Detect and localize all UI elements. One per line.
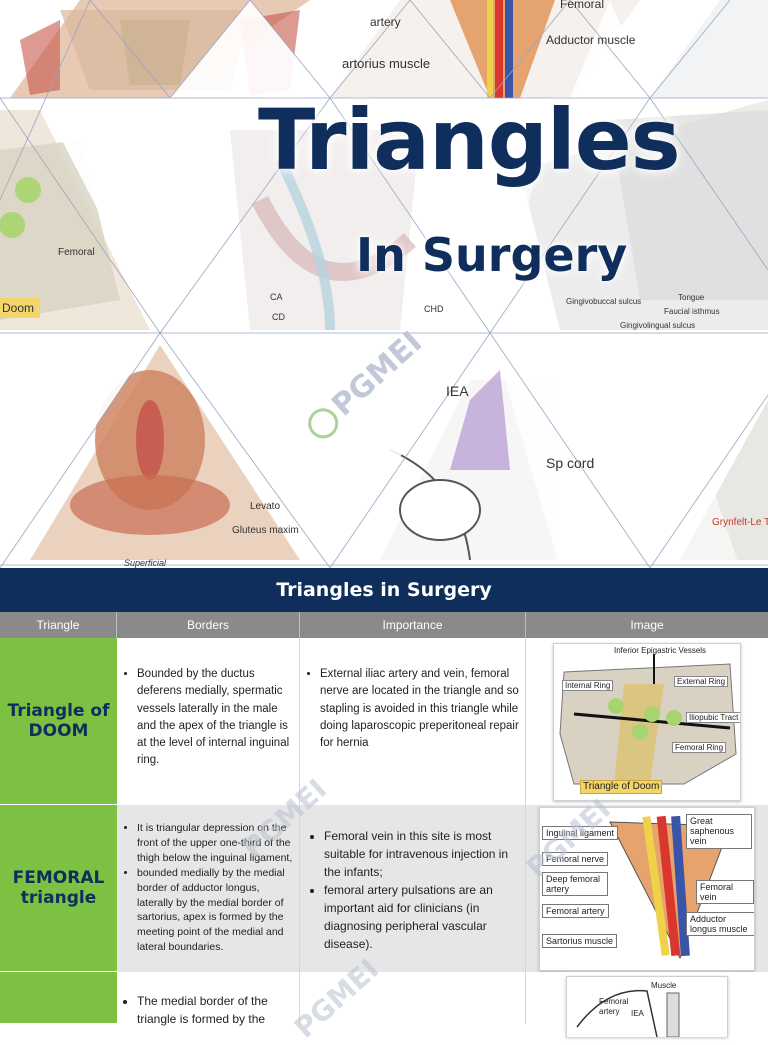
label-chd: CHD xyxy=(424,304,444,314)
anatomy-fragment xyxy=(70,475,230,535)
label-iea: IEA xyxy=(446,383,469,399)
border-item: It is triangular depression on the front… xyxy=(137,821,293,866)
label-gluteus: Gluteus maxim xyxy=(232,525,299,536)
row-borders: The medial border of the triangle is for… xyxy=(117,972,300,1026)
label-deep-femoral-artery: Deep femoral artery xyxy=(542,871,608,897)
importance-item: External iliac artery and vein, femoral … xyxy=(320,666,519,752)
vein-stripe xyxy=(505,0,513,98)
column-header-importance: Importance xyxy=(300,612,526,638)
marker-circle xyxy=(0,212,25,238)
triangle-of-doom-figure: Inferior Epigastric Vessels Internal Rin… xyxy=(553,642,741,801)
label-spermatic: Sp cord xyxy=(546,455,594,471)
table-row: Triangle of DOOM Bounded by the ductus d… xyxy=(0,638,768,805)
table-row: The medial border of the triangle is for… xyxy=(0,972,768,1037)
anatomy-fragment xyxy=(230,130,420,330)
label-iliopubic: Iliopubic Tract xyxy=(686,711,740,724)
label-artery: artery xyxy=(370,15,401,29)
column-header-image: Image xyxy=(630,618,664,632)
artery-stripe xyxy=(495,0,503,98)
importance-item: Femoral vein in this site is most suitab… xyxy=(324,827,519,881)
doom-tag: Doom xyxy=(0,298,41,318)
third-triangle-figure: Muscle Femoral artery IEA xyxy=(566,976,728,1037)
row-triangle-name: Triangle of DOOM xyxy=(0,638,117,805)
label-femoral-artery: Femoral artery xyxy=(542,903,609,918)
anatomy-fragment xyxy=(450,370,510,470)
label-triangle-of-doom: Triangle of Doom xyxy=(580,779,663,794)
label-femoral-artery-3: Femoral artery xyxy=(599,997,629,1016)
border-item: bounded medially by the medial border of… xyxy=(137,866,293,955)
border-item: The medial border of the triangle is for… xyxy=(137,992,293,1028)
label-iea-3: IEA xyxy=(631,1009,644,1018)
cover-subtitle: In Surgery xyxy=(356,228,628,282)
snippet-labels: artery artorius muscle Adductor muscle F… xyxy=(58,0,768,568)
marker-circle xyxy=(15,177,41,203)
column-header-borders: Borders xyxy=(117,612,300,638)
row-borders: It is triangular depression on the front… xyxy=(117,805,300,972)
label-muscle: Muscle xyxy=(651,981,677,990)
label-ca: CA xyxy=(270,292,283,302)
anatomy-fragment xyxy=(650,0,768,98)
triangle-grid xyxy=(0,0,768,568)
duct-shape xyxy=(275,157,335,331)
table-header: Triangle Borders Importance Image xyxy=(0,612,768,638)
label-sartorius: artorius muscle xyxy=(342,56,430,71)
table-row: FEMORAL triangle It is triangular depres… xyxy=(0,805,768,972)
border-item: Bounded by the ductus deferens medially,… xyxy=(137,666,293,770)
label-femoral-ring: Femoral Ring xyxy=(672,741,727,754)
anatomy-fragment xyxy=(136,400,164,480)
row-image-cell: Inferior Epigastric Vessels Internal Rin… xyxy=(526,638,768,805)
label-superficial: Superficial xyxy=(124,558,167,568)
tile-white xyxy=(0,330,160,568)
row-image-cell: Muscle Femoral artery IEA xyxy=(526,972,768,1037)
row-triangle-name xyxy=(0,972,117,1024)
label-inguinal-ligament: Inguinal ligament xyxy=(542,825,619,840)
femoral-triangle-figure: Inguinal ligament Femoral nerve Deep fem… xyxy=(539,806,755,971)
cover-collage: artery artorius muscle Adductor muscle F… xyxy=(0,0,768,568)
label-faucial: Faucial isthmus xyxy=(664,307,720,316)
label-adductor-longus: Adductor longus muscle xyxy=(686,911,754,937)
column-header-triangle: Triangle xyxy=(0,612,117,638)
anatomy-fragment xyxy=(120,20,190,85)
tile-white xyxy=(410,98,560,330)
label-tongue: Tongue xyxy=(678,293,705,302)
label-femoral-nerve: Femoral nerve xyxy=(542,851,609,866)
row-image-cell: Inguinal ligament Femoral nerve Deep fem… xyxy=(526,805,768,972)
label-external-ring: External Ring xyxy=(674,675,729,688)
tile-white xyxy=(40,98,240,330)
outline-shape xyxy=(399,479,481,541)
label-levator: Levato xyxy=(250,501,280,512)
tile-white xyxy=(170,0,330,98)
label-gingivolingual: Gingivolingual sulcus xyxy=(620,321,695,330)
label-internal-ring: Internal Ring xyxy=(562,679,614,692)
tile-white xyxy=(160,330,480,568)
row-importance: External iliac artery and vein, femoral … xyxy=(300,638,526,805)
nerve-stripe xyxy=(487,0,493,98)
row-importance: Femoral vein in this site is most suitab… xyxy=(300,805,526,972)
label-cd: CD xyxy=(272,312,285,322)
row-borders: Bounded by the ductus deferens medially,… xyxy=(117,638,300,805)
label-inferior-epigastric: Inferior Epigastric Vessels xyxy=(614,645,707,655)
cover-title: Triangles xyxy=(258,91,681,189)
label-grynfeltt: Grynfelt-Le Triangle (su lumbar tria xyxy=(712,517,768,528)
row-importance xyxy=(300,972,526,1024)
triangle-collage: artery artorius muscle Adductor muscle F… xyxy=(0,0,768,568)
tile-white xyxy=(490,330,660,568)
label-great-saphenous-vein: Great saphenous vein xyxy=(686,813,752,849)
anatomy-fragment xyxy=(20,20,60,95)
label-adductor: Adductor muscle xyxy=(546,33,636,47)
label-femoral-vein: Femoral vein xyxy=(696,879,754,905)
row-triangle-name: FEMORAL triangle xyxy=(0,805,117,972)
label-sartorius-muscle: Sartorius muscle xyxy=(542,933,618,948)
duct-shape xyxy=(251,195,416,281)
importance-item: femoral artery pulsations are an importa… xyxy=(324,881,519,953)
label-gingivobuccal: Gingivobuccal sulcus xyxy=(566,297,641,306)
anatomy-fragment xyxy=(610,110,768,300)
label-femoral-left: Femoral xyxy=(58,247,95,258)
section-title: Triangles in Surgery xyxy=(0,568,768,612)
tile-white xyxy=(560,330,740,568)
label-femoral-top: Femoral xyxy=(560,0,604,11)
